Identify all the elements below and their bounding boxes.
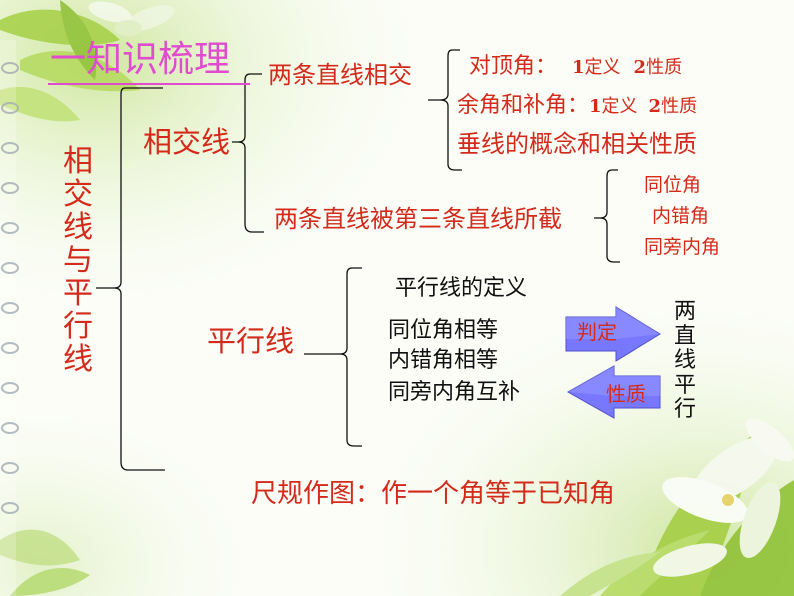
intersect-bracket (232, 73, 264, 233)
angle-alternate-interior: 内错角 (652, 205, 710, 227)
parallel-result: 两直线平行 (673, 299, 696, 422)
judge-label: 判定 (577, 320, 617, 344)
branch-intersect-label: 相交线 (143, 125, 231, 159)
vertical-angles-def: 定义 (584, 57, 621, 78)
root-label: 相交线与平行线 (63, 144, 93, 377)
condition-same-side: 同旁内角互补 (388, 380, 521, 405)
angle-corresponding: 同位角 (644, 174, 702, 196)
comp-supp-prop: 性质 (661, 96, 698, 117)
title-underline (48, 83, 250, 85)
comp-supp-num1: 1 (589, 96, 602, 117)
comp-supp-num2: 2 (648, 96, 662, 117)
root-bracket (96, 87, 165, 471)
property-label: 性质 (606, 382, 646, 406)
vertical-angles-label: 对顶角： (469, 54, 558, 79)
comp-supp-def: 定义 (601, 96, 638, 117)
vertical-angles-row: 对顶角： 1定义 2性质 (469, 56, 682, 78)
branch-parallel-label: 平行线 (207, 324, 295, 358)
comp-supp-row: 余角和补角：1定义 2性质 (457, 95, 697, 117)
lily-cluster-bottom-right (560, 418, 794, 596)
vertical-angles-prop: 性质 (646, 57, 683, 78)
condition-corresponding: 同位角相等 (388, 318, 499, 343)
condition-alternate: 内错角相等 (388, 348, 499, 373)
transversal-bracket (594, 169, 620, 263)
comp-supp-label: 余角和补角： (457, 93, 590, 118)
two-lines-intersect: 两条直线相交 (268, 61, 412, 89)
leaf-cluster-top-left (0, 0, 175, 122)
spiral-binding (0, 40, 19, 596)
page-title: 一知识梳理 (50, 39, 231, 80)
leaf-cluster-bottom-left (0, 529, 90, 596)
two-lines-bracket (428, 49, 462, 171)
parallel-bracket (304, 267, 362, 447)
vertical-angles-num1: 1 (572, 57, 585, 78)
construction-label: 尺规作图：作一个角等于已知角 (251, 479, 616, 509)
angle-same-side-interior: 同旁内角 (644, 236, 721, 258)
perpendicular-label: 垂线的概念和相关性质 (457, 130, 697, 158)
parallel-definition: 平行线的定义 (395, 276, 528, 301)
transversal-label: 两条直线被第三条直线所截 (274, 205, 562, 233)
vertical-angles-num2: 2 (633, 57, 647, 78)
